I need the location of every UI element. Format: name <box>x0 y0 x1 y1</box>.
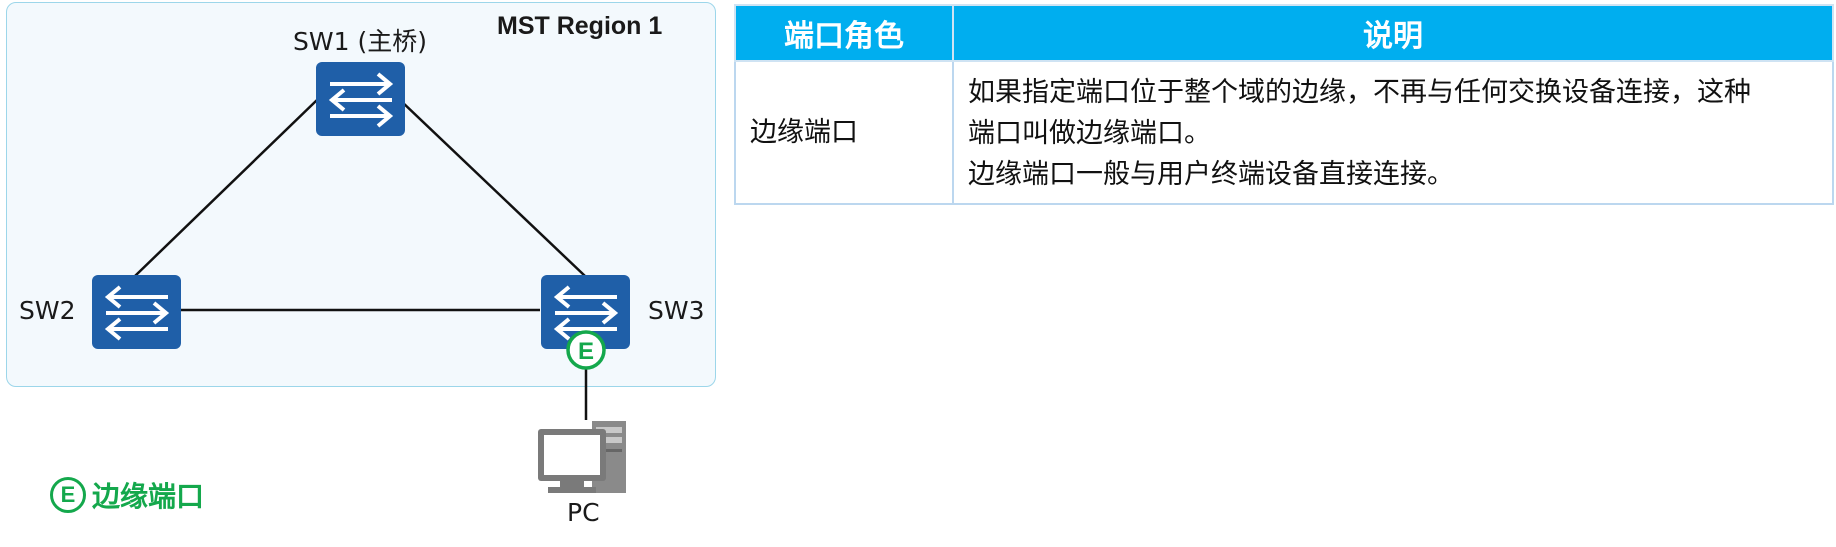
description-line: 端口叫做边缘端口。 <box>968 118 1211 149</box>
region-label: MST Region 1 <box>497 12 663 40</box>
switch-sw2-icon <box>92 275 181 349</box>
sw3-label: SW3 <box>648 296 705 325</box>
edge-port-marker-letter: E <box>578 338 594 365</box>
switch-sw3-icon <box>541 275 630 349</box>
table-row: 边缘端口 如果指定端口位于整个域的边缘，不再与任何交换设备连接，这种 端口叫做边… <box>734 60 1834 205</box>
topology-diagram: E <box>92 62 630 493</box>
link-sw1-sw3 <box>399 99 586 277</box>
edge-port-marker: E <box>566 330 606 370</box>
legend: E 边缘端口 <box>50 474 204 516</box>
header-port-role: 端口角色 <box>734 4 954 62</box>
pc-icon <box>538 421 626 493</box>
pc-label: PC <box>567 498 600 527</box>
header-description: 说明 <box>952 4 1834 62</box>
table-header-row: 端口角色 说明 <box>734 4 1834 62</box>
sw2-label: SW2 <box>19 296 76 325</box>
description-line: 如果指定端口位于整个域的边缘，不再与任何交换设备连接，这种 <box>968 77 1751 108</box>
description-line: 边缘端口一般与用户终端设备直接连接。 <box>968 159 1454 190</box>
legend-label: 边缘端口 <box>92 480 205 513</box>
port-role-table: 端口角色 说明 边缘端口 如果指定端口位于整个域的边缘，不再与任何交换设备连接，… <box>734 4 1834 205</box>
switch-sw1-icon <box>316 62 405 136</box>
legend-edge-port-icon: E <box>50 477 86 513</box>
link-sw1-sw2 <box>134 99 318 277</box>
sw1-label: SW1 (主桥) <box>293 27 427 56</box>
cell-description: 如果指定端口位于整个域的边缘，不再与任何交换设备连接，这种 端口叫做边缘端口。 … <box>952 60 1834 205</box>
cell-role: 边缘端口 <box>734 60 954 205</box>
